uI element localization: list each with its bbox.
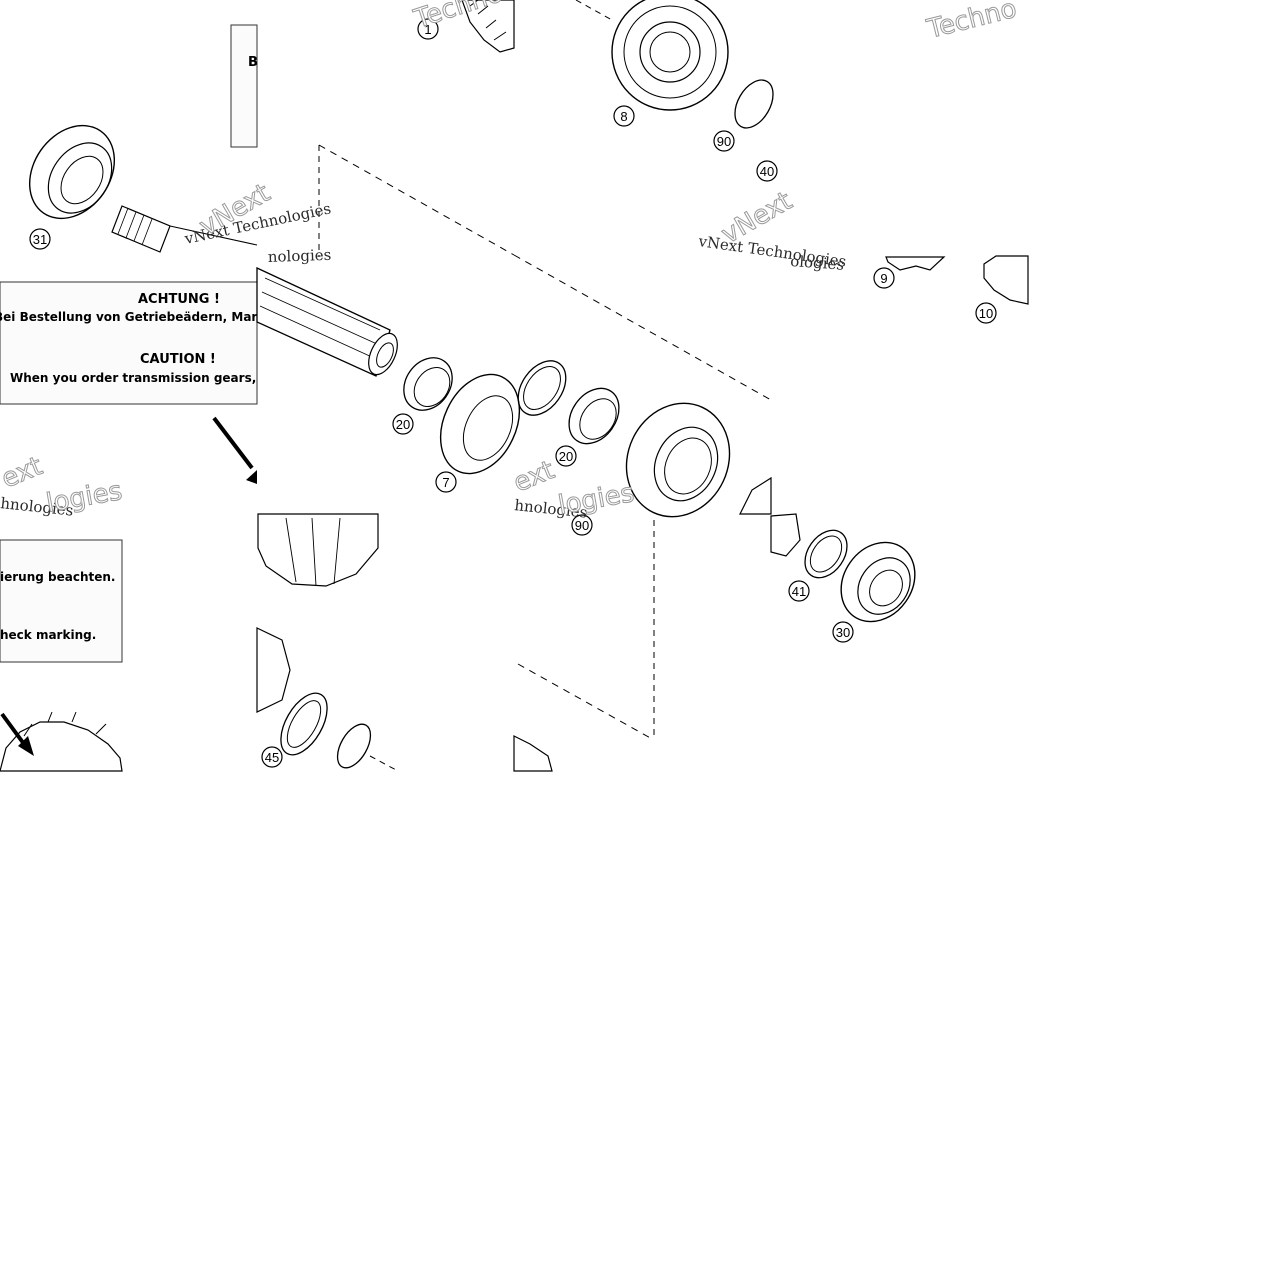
note-fragment-en: heck marking. xyxy=(0,628,97,642)
callout-10: 10 xyxy=(975,302,997,324)
svg-text:8: 8 xyxy=(620,109,627,124)
marking-arrow-2 xyxy=(0,712,26,746)
callout-30: 30 xyxy=(832,621,854,643)
bearing-31 xyxy=(28,124,116,220)
note-fragment-de: ierung beachten. xyxy=(0,570,116,584)
gear-fragment xyxy=(739,476,772,515)
watermark-outline-7: logies xyxy=(44,476,124,519)
gear-10-fragment xyxy=(983,255,1029,305)
marking-arrow xyxy=(212,416,254,470)
marking-arrow-head xyxy=(246,470,257,484)
callout-90-top: 90 xyxy=(713,130,735,152)
callout-40: 40 xyxy=(756,160,778,182)
gear-fragment-left xyxy=(256,627,291,713)
svg-text:7: 7 xyxy=(442,475,449,490)
callout-20-right: 20 xyxy=(555,445,577,467)
callout-8: 8 xyxy=(613,105,635,127)
svg-text:40: 40 xyxy=(760,164,774,179)
callout-9: 9 xyxy=(873,267,895,289)
achtung-text: Bei Bestellung von Getriebeädern, Markie… xyxy=(0,310,257,324)
callout-1: 1 xyxy=(417,18,439,40)
assembly-dash-line xyxy=(575,0,613,21)
svg-text:90: 90 xyxy=(717,134,731,149)
svg-text:1: 1 xyxy=(424,22,431,37)
svg-text:90: 90 xyxy=(575,518,589,533)
watermark-outline-6: ext xyxy=(509,455,558,498)
svg-text:10: 10 xyxy=(979,306,993,321)
bushing-20-left xyxy=(403,357,453,411)
achtung-heading: ACHTUNG ! xyxy=(138,292,220,307)
callout-20-left: 20 xyxy=(392,413,414,435)
ring-41 xyxy=(804,529,848,579)
marked-gear xyxy=(0,711,123,772)
svg-text:45: 45 xyxy=(265,750,279,765)
watermark-fragment-2: ologies xyxy=(790,252,845,274)
caution-heading: CAUTION ! xyxy=(140,352,216,367)
note-box-fragment-top xyxy=(230,24,258,148)
svg-text:20: 20 xyxy=(559,449,573,464)
circlip-bottom xyxy=(336,723,372,769)
svg-text:20: 20 xyxy=(396,417,410,432)
note-fragment-bottom: ierung beachten. heck marking. xyxy=(0,540,122,662)
bearing-30 xyxy=(840,541,916,623)
assembly-dash-line xyxy=(513,254,772,401)
gear-fragment-bottom xyxy=(513,735,553,772)
gear-fragment-right xyxy=(770,513,801,557)
watermark-outline-5: ext xyxy=(0,451,47,494)
thrust-washer-45 xyxy=(280,692,328,756)
svg-text:30: 30 xyxy=(836,625,850,640)
svg-text:31: 31 xyxy=(33,232,47,247)
watermark-outline-1: Techno xyxy=(923,0,1019,45)
assembly-dash-line xyxy=(369,755,399,772)
callout-45: 45 xyxy=(261,746,283,768)
marking-arrow-2-head xyxy=(18,736,34,756)
gear-large-middle xyxy=(625,402,731,518)
thrust-ring-left xyxy=(517,360,567,416)
assembly-dash-line xyxy=(318,144,515,256)
circlip-90-top xyxy=(734,79,774,129)
note-box-letter: B xyxy=(248,55,258,70)
callout-90-bottom: 90 xyxy=(571,514,593,536)
watermark-fragment-1: nologies xyxy=(268,246,332,266)
callout-31: 31 xyxy=(29,228,51,250)
note-box-fragment-bottom xyxy=(0,539,123,663)
shaft-spline-end xyxy=(111,205,258,253)
caution-note: ACHTUNG ! Bei Bestellung von Getriebeäde… xyxy=(0,282,257,404)
svg-text:41: 41 xyxy=(792,584,806,599)
gear-7 xyxy=(439,373,521,475)
watermark-outline-8: logies xyxy=(556,478,636,521)
callout-7: 7 xyxy=(435,471,457,493)
callout-41: 41 xyxy=(788,580,810,602)
gear-9-fragment xyxy=(885,256,946,271)
caution-note-box xyxy=(0,281,258,405)
caution-text: When you order transmission gears, check… xyxy=(10,371,257,385)
assembly-dash-line xyxy=(517,663,655,741)
svg-text:9: 9 xyxy=(880,271,887,286)
gear-fragment-top xyxy=(257,513,379,587)
gear-8 xyxy=(611,0,729,111)
main-shaft xyxy=(256,266,398,377)
gear-1-fragment xyxy=(461,0,515,53)
bushing-20-right xyxy=(568,387,620,445)
